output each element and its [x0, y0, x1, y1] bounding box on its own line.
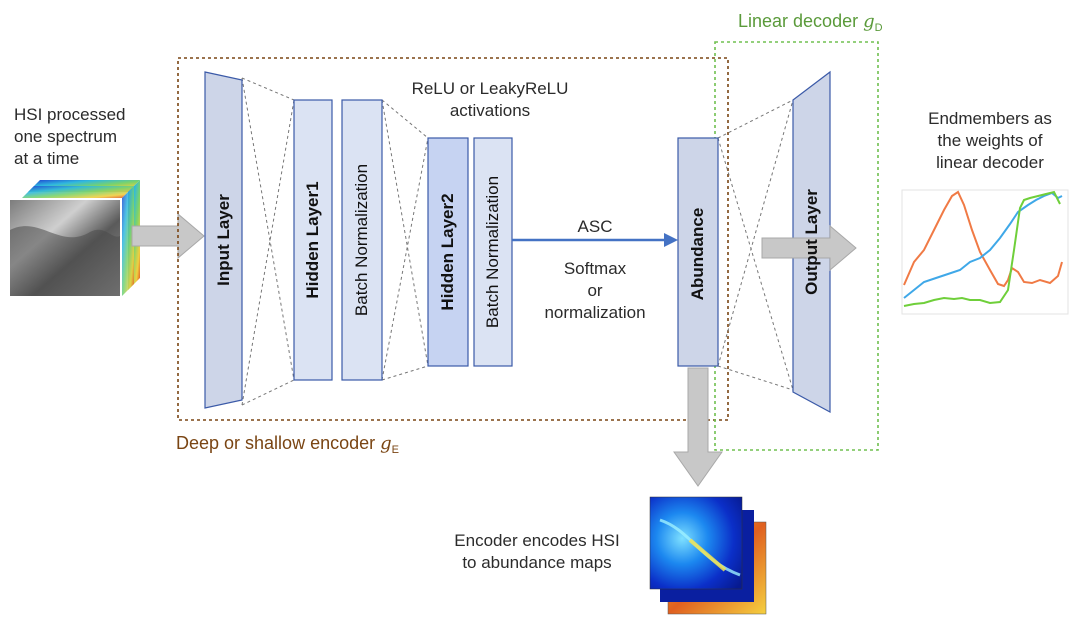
decoder-label-text: Linear decoder	[738, 11, 864, 31]
output-arrow	[761, 224, 857, 272]
abundance-maps-caption: Encoder encodes HSI to abundance maps	[432, 530, 642, 574]
input-arrow	[131, 212, 205, 260]
batch-normalization1-shape	[341, 99, 383, 381]
connection-line	[381, 99, 429, 367]
softmax-line: Softmax	[563, 259, 627, 278]
hsi-cube-image	[10, 180, 140, 296]
cube-side-face-2	[122, 186, 134, 296]
cube-top-face-2	[22, 186, 134, 198]
hsi-caption-line: at a time	[14, 149, 80, 168]
activations-annotation: ReLU or LeakyReLU activations	[380, 78, 600, 122]
spectrum-green	[903, 190, 1061, 307]
spectrum-blue	[903, 191, 1063, 299]
hidden-layer1-shape	[293, 99, 333, 381]
encoder-symbol: g	[380, 433, 392, 454]
connection-line	[381, 365, 429, 381]
encoder-label-text: Deep or shallow encoder	[176, 433, 381, 453]
endmembers-caption-line: the weights of	[937, 131, 1043, 150]
hidden-layer2-shape	[427, 137, 469, 367]
activations-line: activations	[449, 101, 531, 120]
endmember-spectra-plot	[901, 189, 1069, 315]
abundance-maps-caption-line: Encoder encodes HSI	[454, 531, 620, 550]
encoder-label: Deep or shallow encoder gE	[176, 432, 399, 457]
spectra-plot-frame	[901, 189, 1069, 315]
hsi-caption-line: one spectrum	[14, 127, 117, 146]
softmax-line: normalization	[544, 303, 646, 322]
asc-arrow-head	[664, 233, 678, 247]
connection-line	[381, 137, 429, 381]
spectrum-orange	[903, 190, 1063, 288]
asc-label: ASC	[577, 217, 613, 236]
activations-line: ReLU or LeakyReLU	[411, 79, 569, 98]
encoder-subscript: E	[391, 444, 399, 456]
softmax-annotation: Softmax or normalization	[530, 258, 660, 324]
output-layer-label: Output Layer	[802, 189, 821, 295]
connection-line	[241, 77, 295, 101]
input-layer-shape	[204, 71, 243, 409]
decoder-symbol: g	[863, 11, 875, 32]
abundance-maps-caption-line: to abundance maps	[462, 553, 612, 572]
endmembers-caption: Endmembers as the weights of linear deco…	[910, 108, 1070, 174]
batch-normalization1-label: Batch Normalization	[352, 163, 371, 317]
batch-normalization2-shape	[473, 137, 513, 367]
connection-line	[717, 365, 794, 391]
hsi-caption: HSI processed one spectrum at a time	[14, 104, 126, 170]
softmax-line: or	[587, 281, 603, 300]
decoder-label: Linear decoder gD	[738, 10, 883, 35]
connection-line	[381, 99, 429, 139]
abundance-map-hotspot	[688, 538, 727, 572]
input-layer-label: Input Layer	[214, 194, 233, 286]
abundance-down-arrow	[673, 367, 723, 487]
hidden-layer2-label: Hidden Layer2	[438, 193, 457, 311]
abundance-maps-image	[649, 496, 767, 615]
connection-line	[717, 137, 794, 391]
hsi-terrain-shade	[10, 226, 120, 296]
abundance-layer-shape	[677, 137, 719, 367]
hidden-layer1-label: Hidden Layer1	[303, 181, 322, 299]
decoder-subscript: D	[874, 22, 883, 34]
connection-line	[241, 379, 295, 406]
batch-normalization2-label: Batch Normalization	[483, 175, 502, 329]
connection-line	[717, 99, 794, 367]
hsi-caption-line: HSI processed	[14, 105, 126, 124]
encoder-connections	[241, 77, 794, 406]
connection-line	[717, 99, 794, 139]
abundance-layer-label: Abundance	[688, 207, 707, 301]
endmembers-caption-line: linear decoder	[936, 153, 1044, 172]
endmembers-caption-line: Endmembers as	[928, 109, 1052, 128]
connection-line	[241, 99, 295, 406]
connection-line	[241, 77, 295, 381]
